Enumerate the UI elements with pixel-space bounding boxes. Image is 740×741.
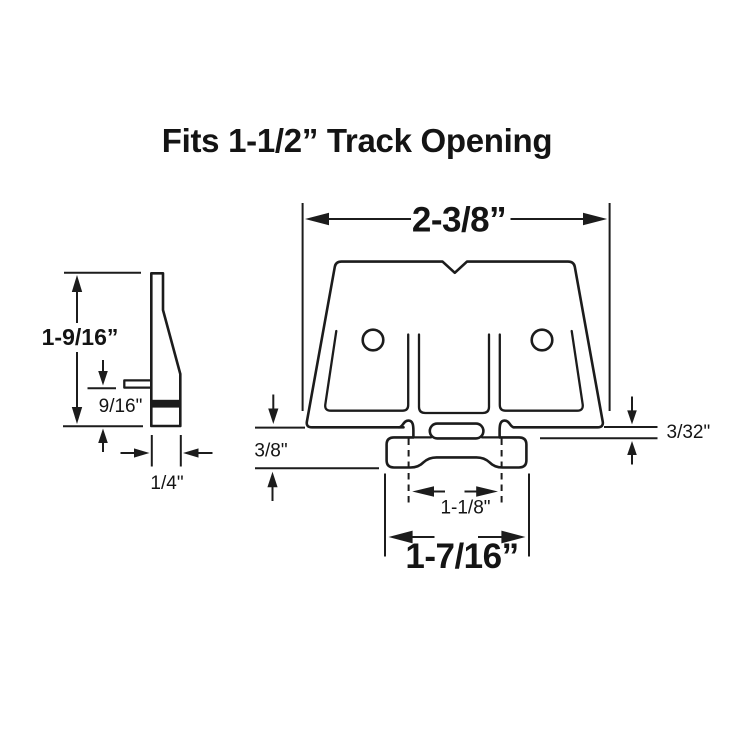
down-arrow-icon: [627, 410, 637, 425]
thickness-label: 1/4": [150, 473, 183, 494]
front-view: 2-3/8”: [254, 201, 710, 577]
left-arrow-icon: [388, 530, 413, 544]
side-profile-tab: [123, 379, 153, 389]
right-arrow-icon: [476, 486, 498, 497]
down-arrow-icon: [71, 407, 83, 424]
tab-to-base-label: 9/16": [99, 396, 143, 417]
dimension-top-width: 2-3/8”: [301, 201, 611, 411]
down-arrow-icon: [98, 371, 108, 386]
side-profile-outline: [150, 272, 182, 428]
down-arrow-icon: [268, 408, 279, 424]
side-profile-pad-band: [151, 399, 180, 408]
tab-spacing-label: 1-1/8": [440, 498, 490, 519]
right-arrow-icon: [583, 212, 608, 226]
dimension-lip-offset: 3/32": [540, 396, 711, 465]
front-body-outline: [305, 260, 605, 429]
dimension-base-width: 1-7/16”: [384, 473, 530, 576]
inner-bay-left: [324, 329, 410, 412]
up-arrow-icon: [627, 441, 637, 455]
top-width-label: 2-3/8”: [412, 201, 506, 240]
dimension-flange-depth: 3/8": [254, 394, 379, 501]
right-arrow-icon: [134, 448, 150, 458]
left-arrow-icon: [305, 212, 329, 226]
bottom-slot: [428, 422, 485, 440]
overall-height-label: 1-9/16”: [42, 324, 119, 350]
lip-offset-label: 3/32": [667, 422, 711, 443]
dimension-tab-spacing: 1-1/8": [412, 486, 498, 519]
dimension-overall-height: 1-9/16”: [42, 271, 143, 428]
left-arrow-icon: [183, 448, 199, 458]
inner-bay-right: [498, 329, 584, 412]
diagram-title: Fits 1-1/2” Track Opening: [162, 122, 552, 159]
base-width-label: 1-7/16”: [405, 537, 518, 576]
dimension-thickness: 1/4": [120, 435, 213, 494]
mounting-hole-right: [530, 328, 554, 352]
inner-bay-middle: [417, 333, 491, 415]
side-profile-view: 1-9/16” 9/16" 1/4": [42, 271, 213, 494]
up-arrow-icon: [267, 471, 278, 488]
mounting-hole-left: [361, 328, 385, 352]
dimension-tab-to-base: 9/16": [87, 360, 143, 452]
right-arrow-icon: [501, 530, 526, 544]
flange-depth-label: 3/8": [254, 441, 287, 462]
front-body-left-hook: [397, 419, 415, 439]
left-arrow-icon: [412, 486, 434, 497]
front-body-right-hook: [498, 419, 516, 439]
up-arrow-icon: [98, 428, 108, 443]
up-arrow-icon: [71, 275, 83, 292]
foot-outline: [385, 436, 528, 469]
